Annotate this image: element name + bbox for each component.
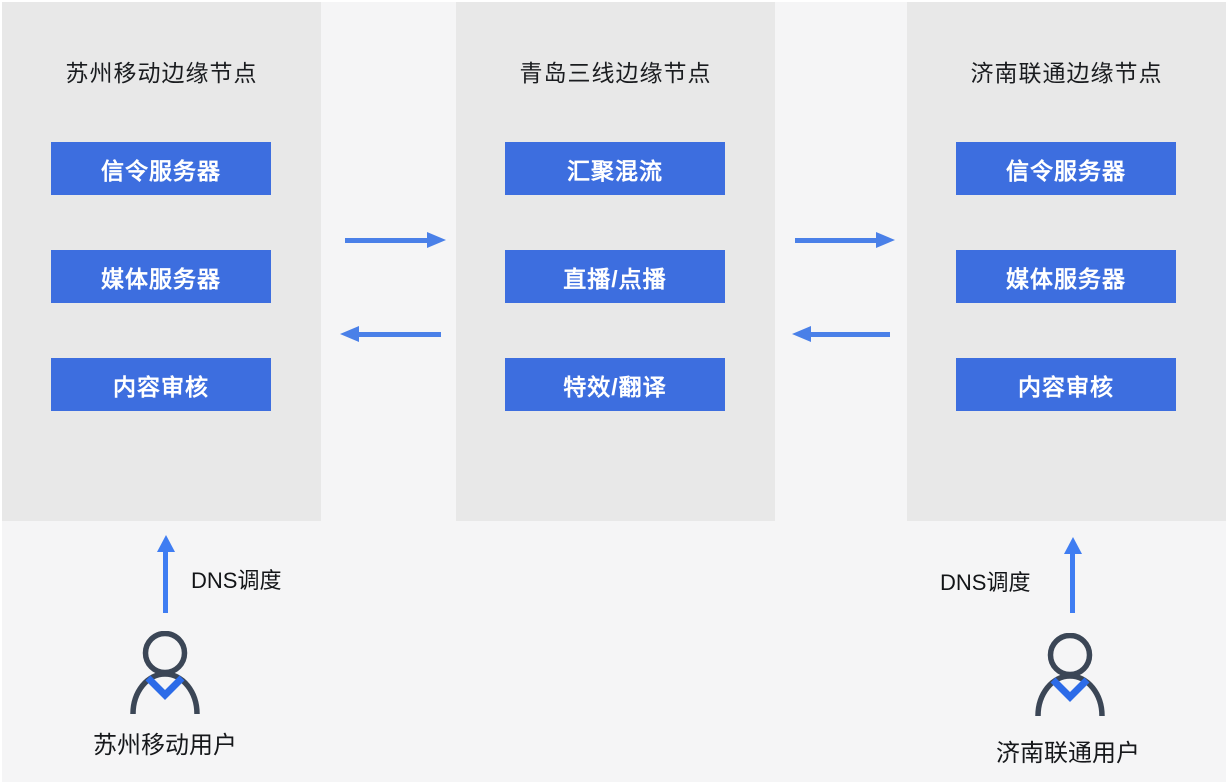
arrow-up-icon <box>156 535 175 613</box>
arrow-head <box>876 232 895 248</box>
arrow-head <box>340 326 359 342</box>
node-title: 苏州移动边缘节点 <box>65 60 258 86</box>
arrow-head <box>1063 537 1082 554</box>
arrow-left-icon <box>792 326 890 342</box>
node-title: 青岛三线边缘节点 <box>519 60 712 86</box>
service-box-live-vod: 直播/点播 <box>505 250 725 303</box>
dns-scheduling-label: DNS调度 <box>940 570 1031 595</box>
user-icon <box>130 631 200 715</box>
arrow-left-icon <box>340 326 441 342</box>
service-box-signaling-server: 信令服务器 <box>956 142 1176 195</box>
arrow-up-icon <box>1063 537 1082 613</box>
arrow-head <box>427 232 446 248</box>
arrow-shaft <box>795 237 876 243</box>
arrow-shaft <box>163 552 168 613</box>
node-panel-jinan-unicom: 济南联通边缘节点 信令服务器 媒体服务器 内容审核 <box>907 2 1226 521</box>
arrow-shaft <box>359 331 441 337</box>
user-label-suzhou-mobile: 苏州移动用户 <box>93 732 237 759</box>
service-box-aggregate-mix: 汇聚混流 <box>505 142 725 195</box>
user-icon <box>1035 633 1105 717</box>
service-box-media-server: 媒体服务器 <box>51 250 271 303</box>
arrow-right-icon <box>795 232 895 248</box>
user-label-jinan-unicom: 济南联通用户 <box>996 740 1140 767</box>
arrow-shaft <box>1070 554 1075 613</box>
arrow-right-icon <box>345 232 446 248</box>
service-box-effects-translation: 特效/翻译 <box>505 358 725 411</box>
service-box-content-review: 内容审核 <box>51 358 271 411</box>
node-panel-suzhou-mobile: 苏州移动边缘节点 信令服务器 媒体服务器 内容审核 <box>2 2 321 521</box>
service-box-signaling-server: 信令服务器 <box>51 142 271 195</box>
arrow-shaft <box>345 237 427 243</box>
node-panel-qingdao-threeline: 青岛三线边缘节点 汇聚混流 直播/点播 特效/翻译 <box>456 2 775 521</box>
arrow-shaft <box>811 331 890 337</box>
service-box-content-review: 内容审核 <box>956 358 1176 411</box>
arrow-head <box>156 535 175 552</box>
dns-scheduling-label: DNS调度 <box>191 568 282 593</box>
service-box-media-server: 媒体服务器 <box>956 250 1176 303</box>
arrow-head <box>792 326 811 342</box>
node-title: 济南联通边缘节点 <box>970 60 1163 86</box>
